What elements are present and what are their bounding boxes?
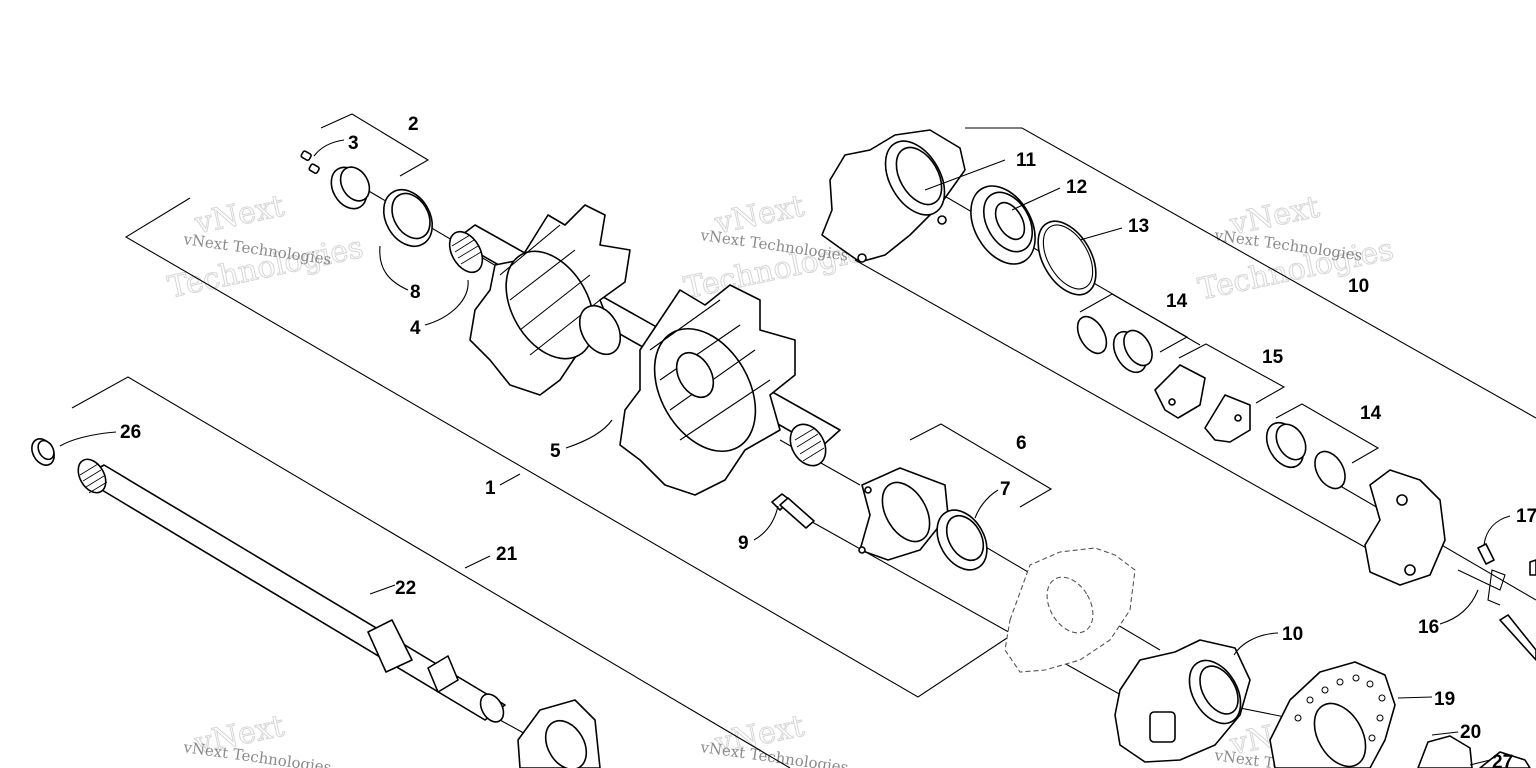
callout-10-lower: 10: [1282, 624, 1303, 645]
callout-26: 26: [120, 422, 141, 443]
bracket-group-1: [124, 197, 1011, 698]
callout-22: 22: [395, 578, 416, 599]
part-15-brake-pads: [1154, 364, 1251, 443]
bracket-group-14b: [1275, 403, 1380, 464]
callout-1: 1: [485, 478, 496, 499]
part-26-plug: [31, 438, 55, 466]
bracket-group-21: [71, 376, 791, 768]
part-brake-caliper: [1364, 469, 1446, 586]
callout-5: 5: [550, 441, 561, 462]
callout-27: 27: [1492, 752, 1513, 768]
chaincase-outline-dashed: [1004, 547, 1136, 673]
part-lower-bearing-flange: [517, 699, 601, 768]
bracket-group-10: [965, 127, 1536, 419]
callout-4: 4: [410, 318, 421, 339]
callout-21: 21: [496, 544, 518, 565]
leader-lines: [59, 139, 1511, 766]
callout-8: 8: [410, 282, 421, 303]
part-12-bearing: [970, 185, 1036, 265]
callout-labels: 2 3 8 4 5 1 26 21 22 9 6 7 11 12 13 14 1…: [120, 114, 1536, 768]
callout-14-lower: 14: [1360, 403, 1382, 424]
bracket-group-2: [320, 113, 430, 177]
callout-19: 19: [1434, 689, 1455, 710]
part-16-spring-clip: [1457, 569, 1536, 661]
callout-13: 13: [1128, 216, 1149, 237]
assembly-brackets: [71, 113, 1536, 768]
part-11-bearing-housing: [821, 129, 966, 263]
part-2-end-cap: [330, 166, 371, 210]
part-22-jackshaft: [77, 458, 506, 723]
callout-6: 6: [1016, 433, 1027, 454]
part-17-pin: [1477, 543, 1536, 576]
callout-2: 2: [408, 114, 419, 135]
callout-20: 20: [1460, 722, 1481, 743]
part-9-bolt: [771, 493, 815, 529]
part-1-drive-axle-assembly: [448, 204, 841, 496]
part-13-snap-ring: [1037, 220, 1097, 296]
bracket-group-6: [909, 423, 1053, 508]
callout-7: 7: [1000, 479, 1011, 500]
callout-14-upper: 14: [1166, 291, 1188, 312]
part-3-set-screws: [300, 150, 320, 175]
part-8-seal-ring: [382, 188, 434, 248]
part-6-flange-plate: [858, 467, 949, 561]
bracket-group-15: [1178, 343, 1286, 404]
callout-15: 15: [1262, 347, 1284, 368]
part-14-lower-ring-and-bushing: [1265, 421, 1346, 490]
callout-3: 3: [348, 133, 359, 154]
callout-9: 9: [738, 533, 749, 554]
callout-11: 11: [1016, 150, 1037, 171]
callout-12: 12: [1066, 177, 1087, 198]
callout-10-upper: 10: [1348, 276, 1369, 297]
callout-17: 17: [1516, 506, 1536, 527]
callout-16: 16: [1418, 617, 1439, 638]
part-19-brake-disc: [1269, 661, 1396, 768]
part-7-bearing-seal: [936, 509, 988, 571]
part-20-edge: [1417, 735, 1531, 768]
part-14-upper-ring-and-bushing: [1076, 315, 1153, 374]
part-10-lower-bearing-housing: [1114, 639, 1251, 763]
